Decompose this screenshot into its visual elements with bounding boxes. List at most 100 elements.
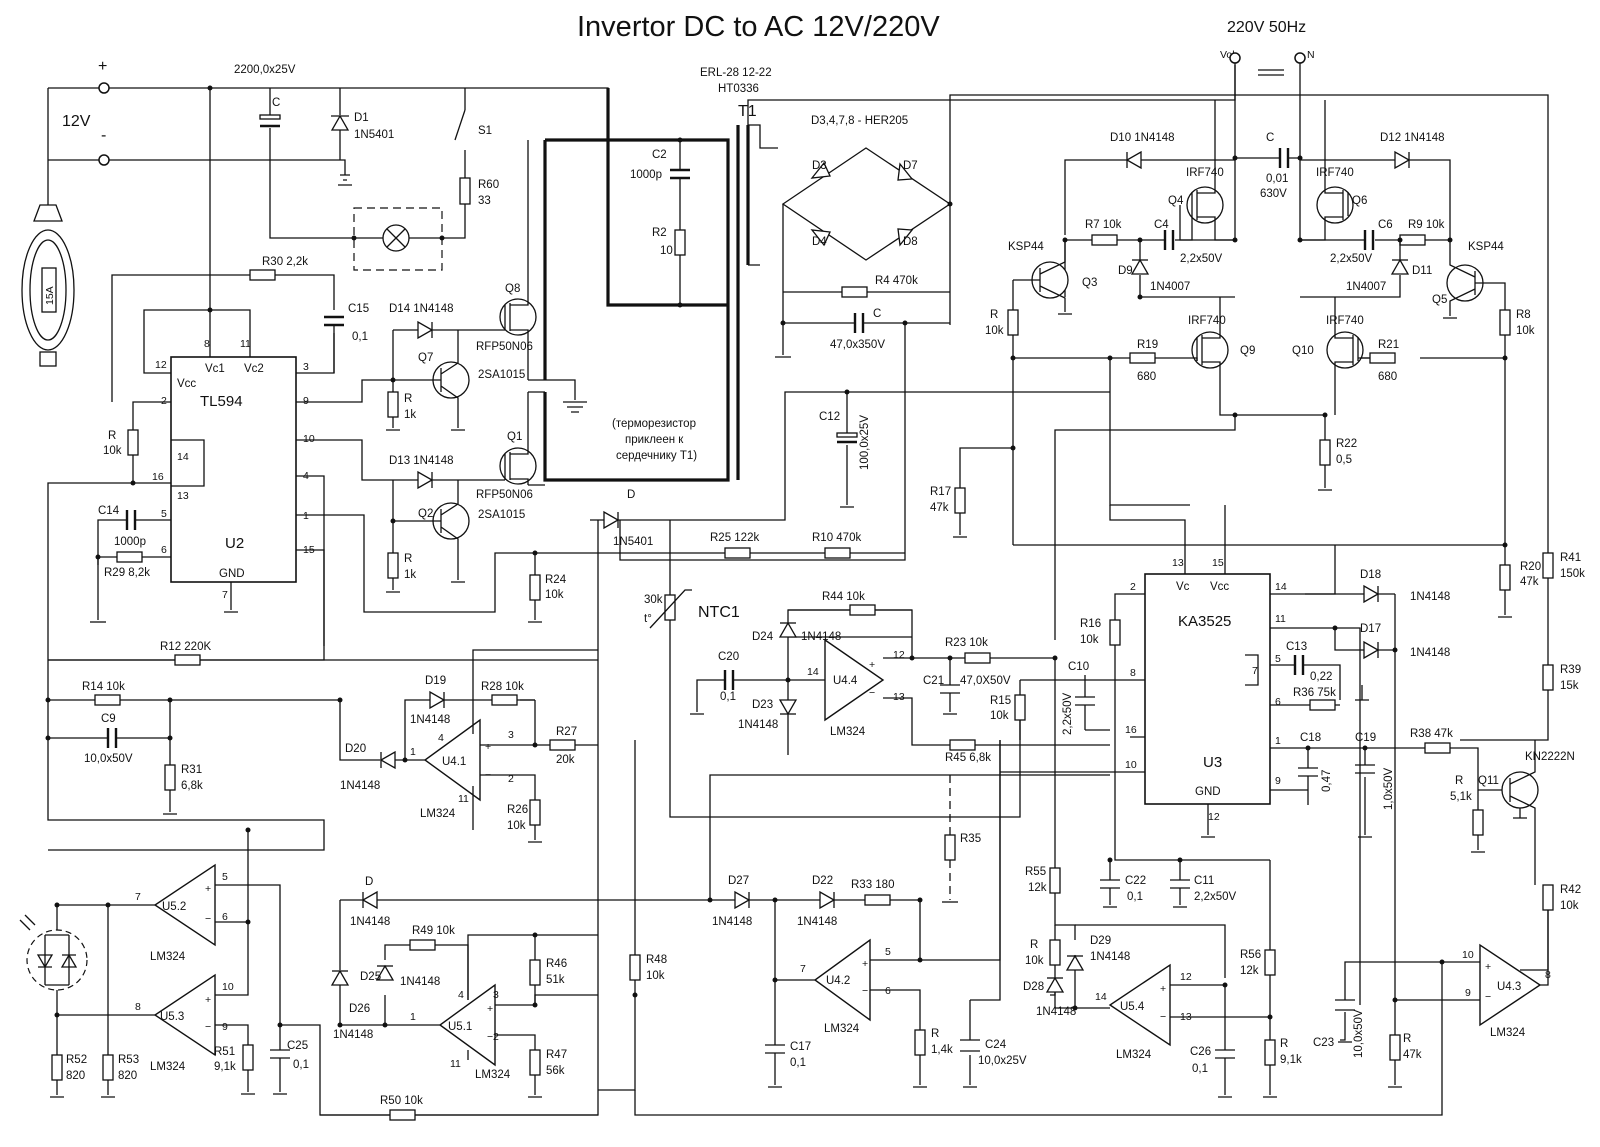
svg-text:7: 7	[135, 891, 141, 903]
u42-section: D 1N4148 D27 1N4148 D22 1N4148 R33 180 U…	[340, 740, 1110, 1088]
q3-ref: Q3	[1082, 277, 1097, 289]
c23-ref: C23	[1313, 1037, 1334, 1049]
svg-text:16: 16	[1125, 724, 1137, 736]
svg-text:7: 7	[222, 589, 228, 601]
r55-ref: R55	[1025, 866, 1046, 878]
mid-top-section: C12 100,0x25V D 1N5401 R24 10k R25 122k …	[319, 389, 1110, 1116]
svg-text:1: 1	[410, 746, 416, 758]
r52-value: 820	[66, 1070, 85, 1082]
c21-ref: C21	[923, 675, 944, 687]
c10-ref: C10	[1068, 661, 1089, 673]
r2-value: 10	[660, 245, 673, 257]
svg-text:+: +	[205, 994, 211, 1006]
d24-ref: D24	[752, 631, 774, 643]
c2-ref: C2	[652, 149, 667, 161]
u41-part: LM324	[420, 808, 456, 820]
c24-ref: C24	[985, 1039, 1007, 1051]
minus-terminal: -	[101, 127, 106, 144]
d9-value: 1N4007	[1150, 281, 1190, 293]
d28-value: 1N4148	[1036, 1006, 1076, 1018]
u3-gnd: GND	[1195, 786, 1221, 798]
svg-text:11: 11	[458, 793, 469, 805]
c25-value: 0,1	[293, 1059, 309, 1071]
d22-ref: D22	[812, 875, 833, 887]
q10-ref: Q10	[1292, 345, 1314, 357]
d10-label: D10 1N4148	[1110, 132, 1175, 144]
c9-ref: C9	[101, 713, 116, 725]
r24-ref: R24	[545, 574, 567, 586]
c19-value: 1,0x50V	[1383, 767, 1395, 810]
u53-part: LM324	[150, 1061, 186, 1073]
c18-value: 0,47	[1321, 770, 1333, 792]
c11-ref: C11	[1194, 875, 1214, 887]
r36-label: R36 75k	[1293, 687, 1336, 699]
u42-part: LM324	[824, 1023, 860, 1035]
r26-value: 10k	[507, 820, 526, 832]
r10-label: R10 470k	[812, 532, 861, 544]
rq3-value: 10k	[985, 325, 1004, 337]
svg-text:15: 15	[1212, 557, 1224, 569]
r29-label: R29 8,2k	[104, 567, 150, 579]
ntc-resistance: 30k	[644, 594, 663, 606]
q6-ref: Q6	[1352, 195, 1367, 207]
svg-text:2: 2	[508, 773, 514, 785]
r21-value: 680	[1378, 371, 1397, 383]
svg-text:1: 1	[410, 1011, 416, 1023]
r56-ref: R56	[1240, 949, 1261, 961]
svg-text:12: 12	[1208, 811, 1220, 823]
svg-text:14: 14	[1095, 991, 1107, 1003]
q9-value: IRF740	[1188, 315, 1226, 327]
svg-text:3: 3	[493, 989, 499, 1001]
u3-name: KA3525	[1178, 613, 1231, 630]
d3-ref: D3	[812, 160, 827, 172]
r60-ref: R60	[478, 179, 499, 191]
q11-ref: Q11	[1478, 775, 1499, 787]
r7-label: R7 10k	[1085, 219, 1122, 231]
dd-value: 1N4148	[350, 916, 390, 928]
q10-value: IRF740	[1326, 315, 1364, 327]
rleft-value: 10k	[103, 445, 122, 457]
supply-voltage: 12V	[62, 113, 91, 130]
r56-value: 12k	[1240, 965, 1259, 977]
main-cap-value: 2200,0x25V	[234, 64, 296, 76]
optocoupler-icon	[19, 914, 88, 991]
svg-text:11: 11	[450, 1058, 461, 1070]
cb-ref: C	[873, 308, 881, 320]
svg-text:−: −	[487, 1031, 493, 1043]
c18-ref: C18	[1300, 732, 1321, 744]
d23-value: 1N4148	[738, 719, 778, 731]
svg-text:12: 12	[893, 649, 905, 661]
r33-label: R33 180	[851, 879, 894, 891]
u2-vcc: Vcc	[177, 378, 196, 390]
r47-ref: R47	[546, 1049, 567, 1061]
q6-value: IRF740	[1316, 167, 1354, 179]
r12-label: R12 220K	[160, 641, 211, 653]
r51-value: 9,1k	[214, 1061, 236, 1073]
r20-value: 47k	[1520, 576, 1539, 588]
r48-ref: R48	[646, 954, 667, 966]
diagram-title: Invertor DC to AC 12V/220V	[577, 11, 940, 43]
rq7-value: 1k	[404, 409, 416, 421]
u3-ref: U3	[1203, 754, 1222, 771]
svg-text:10: 10	[1462, 949, 1474, 961]
svg-text:13: 13	[1172, 557, 1184, 569]
rf-ref: R	[1403, 1033, 1411, 1045]
r46-ref: R46	[546, 958, 567, 970]
rq2-ref: R	[404, 553, 412, 565]
svg-text:7: 7	[800, 963, 806, 975]
u2-name: TL594	[200, 393, 243, 410]
u53-ref: U5.3	[160, 1011, 184, 1023]
c14-value: 1000p	[114, 536, 146, 548]
fuse-label: 15A	[44, 286, 56, 305]
d4-ref: D4	[812, 236, 827, 248]
c12-value: 100,0x25V	[859, 415, 871, 470]
rq11-ref: R	[1455, 775, 1463, 787]
c12-ref: C12	[819, 411, 840, 423]
d27-value: 1N4148	[712, 916, 752, 928]
d14-label: D14 1N4148	[389, 303, 454, 315]
svg-text:4: 4	[438, 732, 444, 744]
c24-value: 10,0x25V	[978, 1055, 1027, 1067]
